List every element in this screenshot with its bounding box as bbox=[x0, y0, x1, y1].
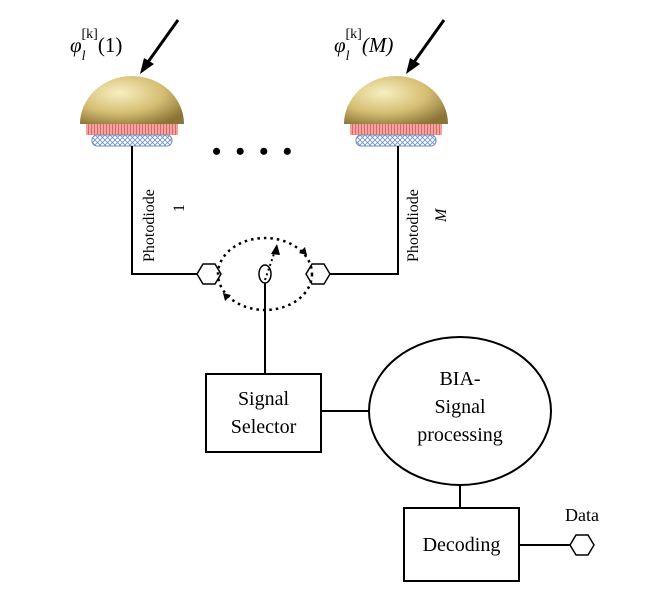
pink-band-m bbox=[350, 124, 442, 135]
rotation-arrowhead-left bbox=[223, 293, 231, 301]
wire-photodiode-m bbox=[330, 146, 399, 275]
selector-pointer-arrowhead bbox=[271, 244, 280, 255]
selector-pointer bbox=[264, 247, 277, 281]
data-output-terminal bbox=[569, 534, 595, 556]
bia-line3: processing bbox=[417, 424, 503, 446]
photodiode-m: φl[k](M) bbox=[334, 19, 448, 147]
signal-selector-block bbox=[205, 373, 322, 453]
photodiode-1: φl[k](1) bbox=[70, 19, 184, 147]
receiver-dome-1 bbox=[80, 76, 184, 124]
lens-m bbox=[355, 134, 437, 147]
wire-photodiode-1 bbox=[131, 146, 198, 275]
signal-selector-line1: Signal bbox=[238, 388, 290, 410]
photodiode-m-label: Photodiode bbox=[405, 189, 422, 262]
bia-line2: Signal bbox=[434, 396, 486, 418]
switch-terminal-m bbox=[305, 263, 331, 285]
receiver-dome-m bbox=[344, 76, 448, 124]
incident-light-arrow-m bbox=[412, 19, 446, 63]
pink-band-1 bbox=[86, 124, 178, 135]
switch-terminal-1 bbox=[196, 263, 222, 285]
rotation-arrowhead-right bbox=[299, 247, 307, 255]
photodiode-1-index: 1 bbox=[171, 204, 188, 212]
decoding-label: Decoding bbox=[423, 534, 501, 556]
incident-light-arrow-1 bbox=[146, 19, 180, 63]
signal-selector-line2: Selector bbox=[231, 416, 297, 438]
phase-label-m: φl[k](M) bbox=[334, 27, 393, 64]
selector-pivot bbox=[258, 264, 272, 284]
phase-label-1: φl[k](1) bbox=[70, 27, 122, 64]
lens-1 bbox=[91, 134, 173, 147]
photodiode-m-index: M bbox=[433, 207, 450, 223]
data-label: Data bbox=[565, 505, 599, 525]
bia-line1: BIA- bbox=[439, 368, 480, 390]
incident-light-arrowhead-1 bbox=[140, 58, 154, 74]
photodiode-1-label: Photodiode bbox=[141, 189, 158, 262]
incident-light-arrowhead-m bbox=[406, 58, 420, 74]
ellipsis-dots: • • • • bbox=[212, 137, 296, 166]
